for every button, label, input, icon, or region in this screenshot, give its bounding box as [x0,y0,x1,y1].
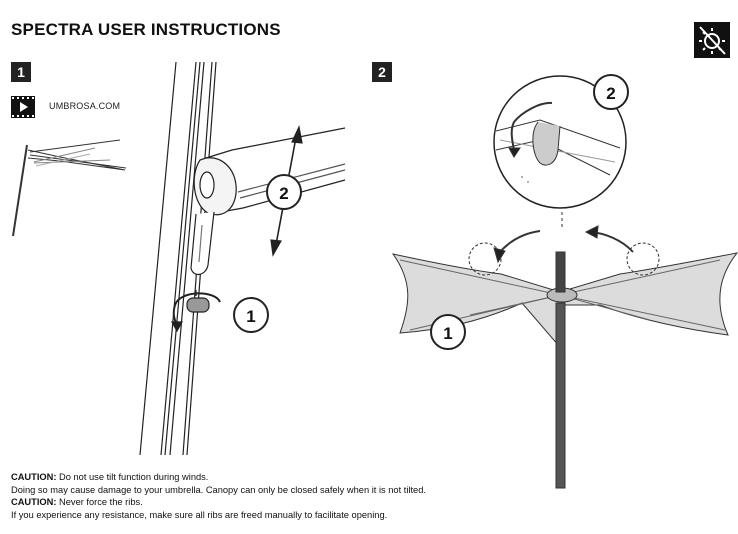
note-text: Do not use tilt function during winds. [56,472,209,482]
umbrosa-link[interactable]: UMBROSA.COM [49,101,121,111]
step-2-badge: 2 [372,62,392,82]
caution-label: CAUTION: [11,472,57,482]
note-line: CAUTION: Never force the ribs. [11,496,426,509]
note-line: CAUTION: Do not use tilt function during… [11,471,426,484]
note-text: If you experience any resistance, make s… [11,509,388,520]
step-1-badge: 1 [11,62,31,82]
callout-step2-clip: 2 [593,74,629,110]
page-title: SPECTRA USER INSTRUCTIONS [11,20,281,39]
callout-step2-canopy: 1 [430,314,466,350]
caution-label: CAUTION: [11,497,57,508]
callout-step1-knob: 1 [233,297,269,333]
weather-sun-crossed-icon [694,22,730,58]
caution-notes: CAUTION: Do not use tilt function during… [11,471,426,521]
video-play-icon[interactable] [11,96,35,118]
callout-step1-tilt: 2 [266,174,302,210]
note-line: Doing so may cause damage to your umbrel… [11,484,426,497]
note-text: Doing so may cause damage to your umbrel… [11,484,426,495]
note-line: If you experience any resistance, make s… [11,509,426,522]
note-text: Never force the ribs. [56,497,143,508]
